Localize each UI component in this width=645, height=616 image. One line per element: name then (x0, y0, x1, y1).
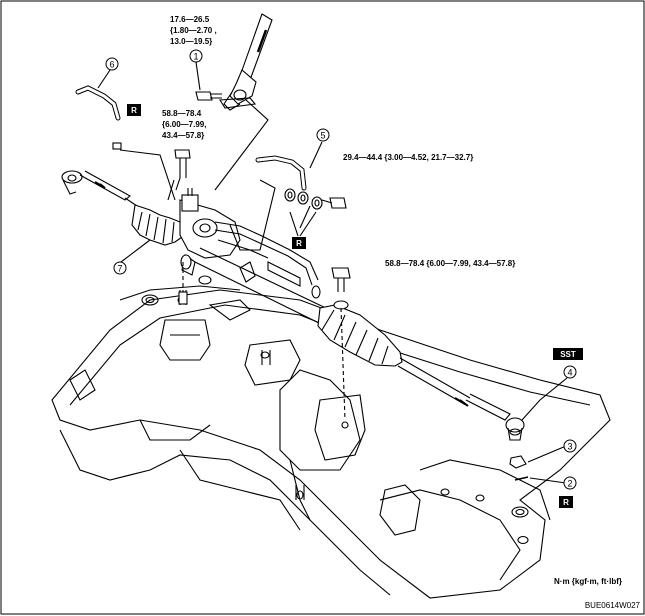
svg-text:43.4—57.8}: 43.4—57.8} (162, 131, 204, 140)
callout-5: 5 (316, 128, 330, 142)
callout-7: 7 (113, 261, 127, 275)
torque-label-1: 17.6—26.5 {1.80—2.70 , 13.0—19.5} (170, 15, 217, 46)
steering-rack (61, 170, 525, 441)
svg-text:13.0—19.5}: 13.0—19.5} (170, 37, 212, 46)
torque-label-2: 58.8—78.4 {6.00—7.99, 43.4—57.8} (162, 109, 206, 140)
callout-1: 1 (189, 49, 203, 63)
crossmember (51, 285, 611, 599)
callout-4: 4 (563, 365, 577, 379)
units-label: N·m {kgf·m, ft·lbf} (554, 577, 622, 586)
torque-label-4: 58.8—78.4 {6.00—7.99, 43.4—57.8} (385, 259, 515, 268)
replace-badge-label: R (296, 239, 302, 248)
replace-badge-label: R (563, 498, 569, 507)
replace-badge-washer: R (292, 237, 306, 249)
callout-2-label: 2 (567, 479, 572, 489)
figure-code: BUE0614W027 (585, 601, 641, 610)
callout-5-label: 5 (320, 131, 325, 141)
sst-badge-label: SST (560, 350, 576, 359)
replace-badge-hose: R (127, 104, 141, 116)
callout-7-label: 7 (117, 264, 122, 274)
callout-3-label: 3 (567, 442, 572, 452)
replace-badge-cotter: R (559, 496, 573, 508)
sst-badge: SST (553, 348, 583, 360)
callout-3: 3 (563, 439, 577, 453)
svg-text:{6.00—7.99,: {6.00—7.99, (162, 120, 206, 129)
svg-text:{1.80—2.70 ,: {1.80—2.70 , (170, 26, 217, 35)
replace-badge-label: R (131, 106, 137, 115)
callout-6-label: 6 (109, 60, 114, 70)
callout-1-label: 1 (193, 52, 198, 62)
svg-text:17.6—26.5: 17.6—26.5 (170, 15, 210, 24)
callout-4-label: 4 (567, 368, 572, 378)
torque-label-3: 29.4—44.4 {3.00—4.52, 21.7—32.7} (343, 153, 473, 162)
hoses-washers (75, 61, 568, 484)
callout-6: 6 (105, 57, 119, 71)
intermediate-shaft (167, 13, 273, 201)
callout-2: 2 (563, 476, 577, 490)
svg-text:58.8—78.4: 58.8—78.4 (162, 109, 202, 118)
